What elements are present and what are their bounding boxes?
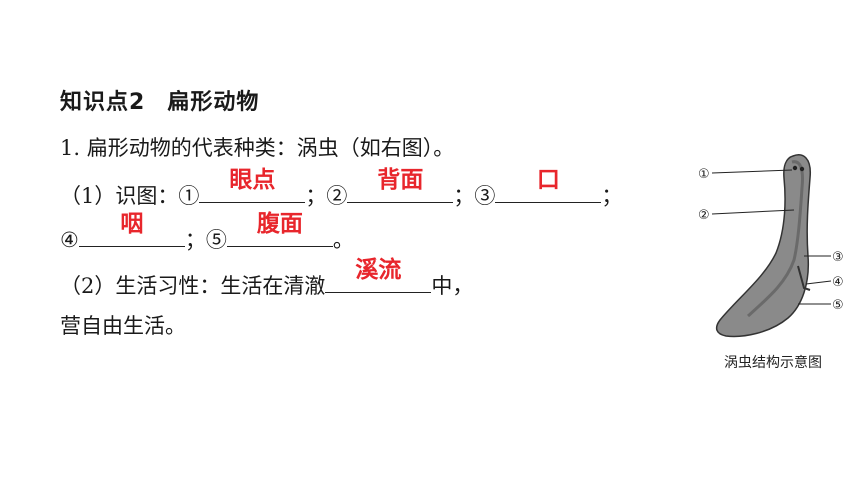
habit-line: （2）生活习性：生活在清澈溪流中， — [60, 257, 474, 298]
answer-2: 背面 — [377, 167, 424, 193]
answer-blank-3[interactable]: 口 — [495, 167, 602, 203]
part2-label: （2）生活习性：生活在清澈 — [60, 274, 326, 298]
figure-caption: 涡虫结构示意图 — [724, 355, 822, 371]
answer-blank-4[interactable]: 咽 — [78, 211, 185, 247]
answer-blank-5[interactable]: 腹面 — [226, 211, 333, 247]
answer-3: 口 — [536, 167, 560, 193]
section-heading: 知识点2 扁形动物 — [60, 84, 259, 116]
label-4: ④ — [832, 275, 844, 290]
eyespot-right — [799, 166, 805, 172]
label-3: ③ — [832, 250, 844, 265]
answer-1: 眼点 — [229, 167, 276, 193]
heading-number: 知识点2 — [60, 90, 146, 115]
marker-3: ③ — [474, 184, 496, 208]
planarian-pharynx — [797, 265, 811, 291]
answer-blank-2[interactable]: 背面 — [347, 167, 454, 203]
heading-title: 扁形动物 — [167, 90, 260, 115]
label-5: ⑤ — [832, 298, 844, 313]
answer-blank-6[interactable]: 溪流 — [325, 257, 432, 293]
answer-4: 咽 — [120, 211, 144, 237]
answer-blank-1[interactable]: 眼点 — [199, 167, 306, 203]
eyespot-left — [792, 165, 798, 171]
planarian-figure: ① ② ③ ④ ⑤ — [698, 154, 844, 338]
marker-2: ② — [326, 184, 348, 208]
answer-6: 溪流 — [355, 257, 402, 283]
part1-label: （1）识图： — [60, 184, 179, 208]
label-2: ② — [698, 208, 710, 223]
marker-1: ① — [178, 184, 200, 208]
marker-4: ④ — [60, 228, 79, 252]
habit-line-tail: 营自由生活。 — [60, 314, 186, 338]
planarian-body — [715, 154, 812, 338]
question-intro: 1. 扁形动物的代表种类：涡虫（如右图）。 — [60, 136, 455, 160]
label-1: ① — [698, 167, 710, 182]
answer-5: 腹面 — [256, 211, 303, 237]
marker-5: ⑤ — [205, 228, 227, 252]
